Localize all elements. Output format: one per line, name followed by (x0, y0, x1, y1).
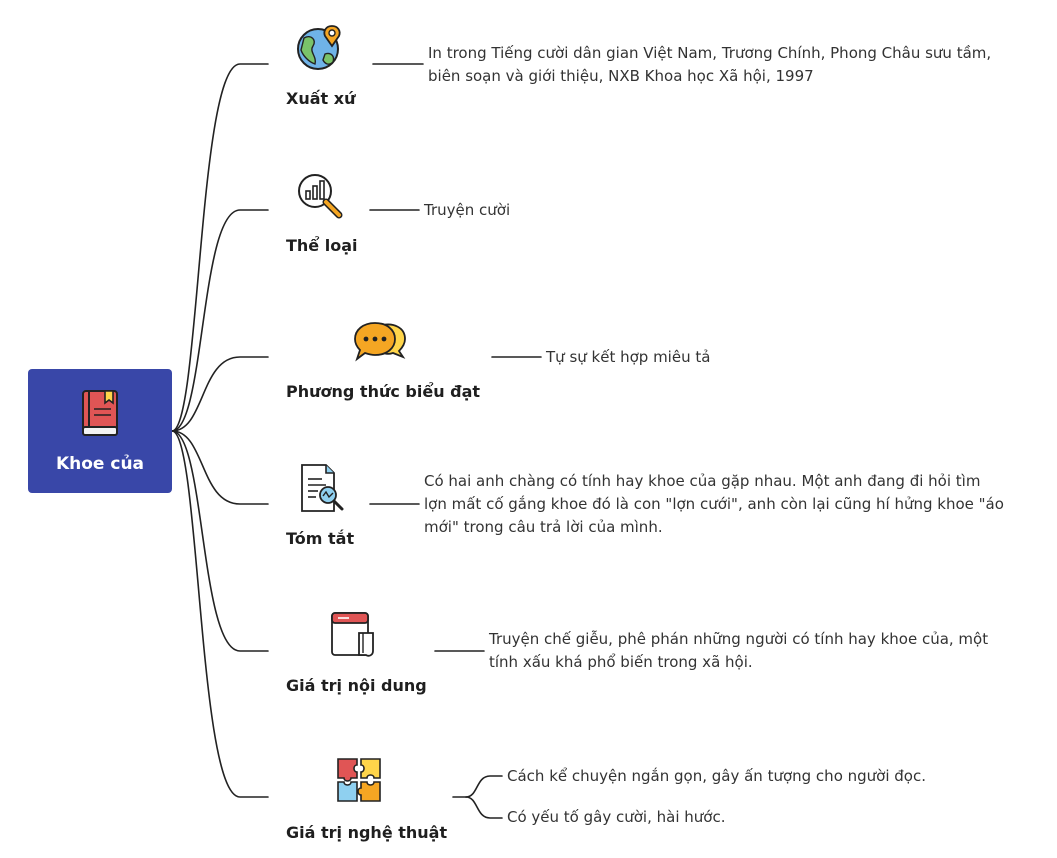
leaf-gia-tri-noi-dung: Truyện chế giễu, phê phán những người có… (489, 630, 989, 671)
leaf-xuat-xu: In trong Tiếng cười dân gian Việt Nam, T… (428, 44, 992, 85)
branch-label-phuong-thuc: Phương thức biểu đạt (286, 382, 481, 401)
link-root-xuat-xu (171, 63, 269, 432)
link-root-phuong-thuc (171, 356, 269, 432)
link-root-gia-tri-nghe-thuat (171, 430, 269, 798)
magnifier-chart-icon (298, 174, 343, 219)
document-search-icon (301, 464, 344, 512)
leaf-gia-tri-nghe-thuat-2: Có yếu tố gây cười, hài hước. (507, 808, 726, 826)
link-root-tom-tat (171, 430, 269, 505)
book-icon (82, 390, 118, 436)
link-nghe-thuat-leaf-2 (465, 796, 503, 819)
leaf-phuong-thuc: Tự sự kết hợp miêu tả (546, 348, 711, 366)
branch-label-tom-tat: Tóm tắt (286, 529, 355, 548)
branch-label-gia-tri-noi-dung: Giá trị nội dung (286, 676, 427, 695)
calendar-icon (331, 612, 374, 657)
globe-pin-icon (297, 25, 341, 70)
puzzle-icon (337, 758, 381, 802)
leaf-the-loai: Truyện cười (424, 201, 511, 219)
branch-label-the-loai: Thể loại (286, 236, 358, 255)
leaf-tom-tat: Có hai anh chàng có tính hay khoe của gặ… (424, 472, 1004, 536)
speech-bubbles-icon (354, 322, 406, 362)
root-node[interactable]: Khoe của (28, 369, 172, 493)
branch-label-xuat-xu: Xuất xứ (286, 89, 356, 108)
root-label: Khoe của (55, 454, 145, 474)
leaf-gia-tri-nghe-thuat-1: Cách kể chuyện ngắn gọn, gây ấn tượng ch… (507, 767, 926, 785)
link-nghe-thuat-leaf-1 (465, 775, 503, 798)
link-root-the-loai (171, 209, 269, 432)
branch-label-gia-tri-nghe-thuat: Giá trị nghệ thuật (286, 823, 448, 842)
link-root-gia-tri-noi-dung (171, 430, 269, 652)
